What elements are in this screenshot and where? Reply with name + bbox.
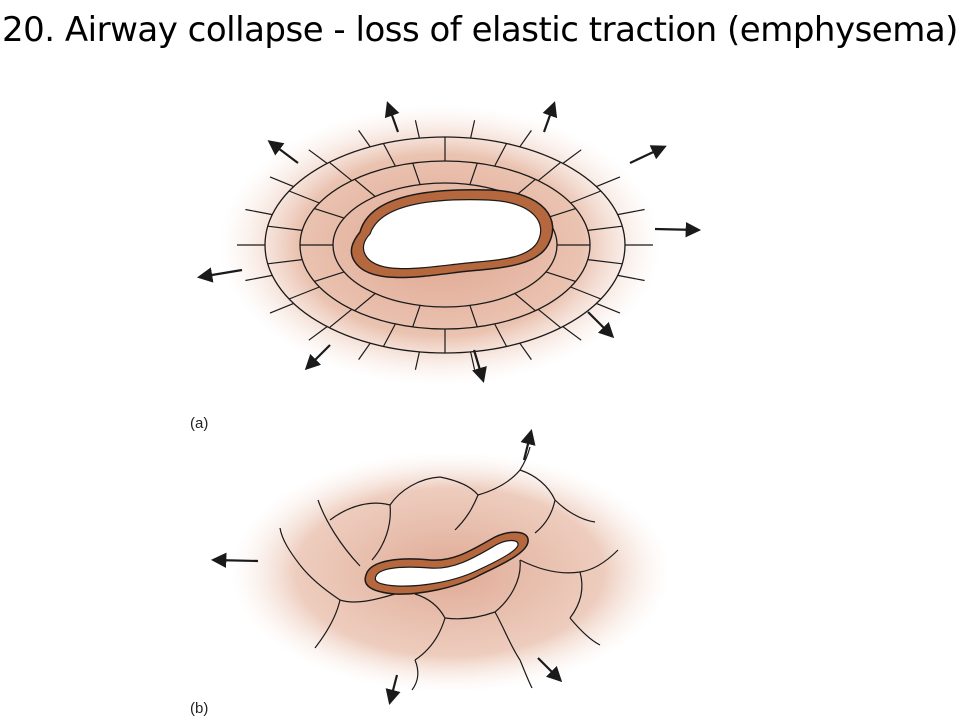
- alveolar-septum: [617, 274, 645, 282]
- alveolar-septum: [596, 302, 621, 314]
- alveolar-septum: [514, 293, 536, 312]
- alveolar-septum: [587, 225, 623, 231]
- alveolar-septum: [537, 308, 562, 329]
- arrow-a-nw: [267, 140, 299, 164]
- panel-b-traction-arrows: [210, 429, 563, 705]
- alveolar-septum: [519, 130, 532, 148]
- arrow-a-n1: [384, 101, 400, 133]
- alveolar-septum: [470, 120, 476, 139]
- alveolar-septum: [494, 323, 508, 347]
- panel-a-label: (a): [190, 415, 208, 432]
- alveolar-septum: [562, 149, 582, 164]
- alveolar-septum: [570, 286, 602, 300]
- alveolar-septum: [519, 342, 532, 360]
- arrow-a-w: [196, 267, 243, 283]
- alveolar-septum: [328, 308, 353, 329]
- alveolar-septum: [412, 162, 421, 185]
- panel-b-label: (b): [190, 700, 208, 717]
- alveolar-septum: [354, 178, 376, 197]
- arrow-b-se: [537, 657, 563, 683]
- arrow-b-s: [385, 674, 401, 705]
- alveolar-septum: [267, 225, 303, 231]
- alveolar-septum: [469, 162, 478, 185]
- arrow-a-e: [654, 222, 702, 238]
- arrow-a-sw: [304, 344, 331, 371]
- alveolar-septum: [308, 326, 328, 341]
- alveolar-septum: [354, 293, 376, 312]
- panel-a-airway-lumen: [362, 199, 542, 270]
- alveolar-septum: [308, 149, 328, 164]
- arrow-a-s: [472, 349, 487, 383]
- slide-title: 20. Airway collapse - loss of elastic tr…: [2, 10, 958, 50]
- alveolar-septum: [412, 305, 421, 328]
- alveolar-septum: [562, 326, 582, 341]
- alveolar-septum: [245, 208, 273, 216]
- alveolar-septum: [288, 190, 320, 204]
- alveolar-septum: [596, 176, 621, 188]
- alveolar-septum: [494, 143, 508, 167]
- alveolar-septum: [382, 143, 396, 167]
- panel-b-airway-lumen: [374, 539, 519, 587]
- alveolar-septum: [269, 176, 294, 188]
- alveolar-septum: [267, 259, 303, 265]
- arrow-a-se: [587, 311, 615, 339]
- alveolar-septum: [269, 302, 294, 314]
- arrow-b-w: [210, 552, 259, 568]
- alveolar-septum: [314, 271, 345, 282]
- alveolar-septum: [587, 259, 623, 265]
- alveolar-septum: [414, 351, 420, 370]
- alveolar-septum: [382, 323, 396, 347]
- alveolar-septum: [288, 286, 320, 300]
- alveolar-septum: [414, 120, 420, 139]
- panel-b: (b): [190, 429, 670, 717]
- alveolar-septum: [537, 161, 562, 182]
- alveolar-septum: [245, 274, 273, 282]
- arrow-a-n2: [542, 101, 558, 133]
- alveolar-septum: [358, 130, 371, 148]
- arrow-b-n: [520, 429, 536, 461]
- alveolar-septum: [570, 190, 602, 204]
- alveolar-septum: [617, 208, 645, 216]
- alveolar-septum: [314, 208, 345, 219]
- alveolar-septum: [469, 305, 478, 328]
- alveolar-septum: [328, 161, 353, 182]
- alveolar-septum: [358, 342, 371, 360]
- arrow-a-ne: [629, 145, 667, 164]
- alveolar-septum: [545, 271, 576, 282]
- panel-a-traction-arrows: [196, 101, 702, 383]
- panel-a: (a): [190, 101, 702, 432]
- panel-b-septa: [279, 446, 619, 691]
- panel-a-septa: [237, 120, 653, 370]
